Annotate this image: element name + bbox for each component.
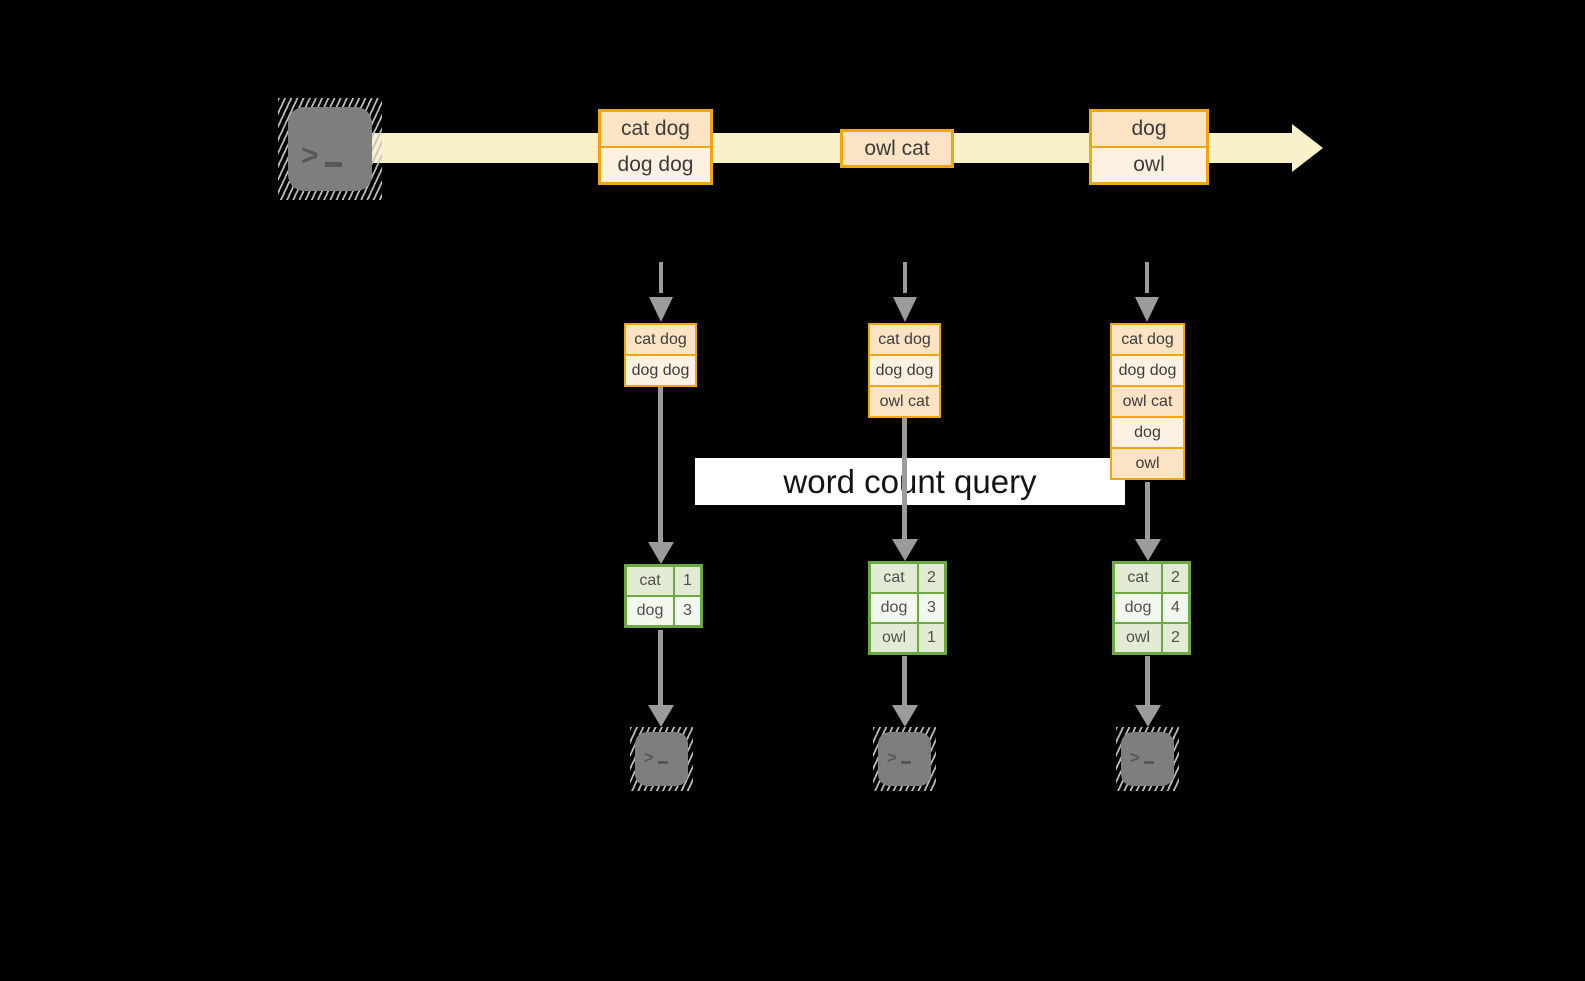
count-table-2: cat 2 dog 3 owl 1 [868, 561, 947, 655]
count-word: owl [871, 624, 917, 652]
dashed-arrow-shaft [659, 262, 663, 293]
count-word: cat [871, 564, 917, 592]
count-word: dog [871, 594, 917, 622]
dashed-arrowhead-icon [649, 297, 673, 322]
count-value: 1 [675, 567, 700, 595]
arrowhead-icon [648, 705, 674, 727]
state-row: dog dog [1112, 356, 1183, 385]
batch-row: owl cat [843, 132, 951, 165]
arrowhead-icon [648, 542, 674, 564]
arrowhead-icon [892, 705, 918, 727]
count-table-3: cat 2 dog 4 owl 2 [1112, 561, 1191, 655]
state-row: owl cat [1112, 387, 1183, 416]
count-value: 2 [1163, 564, 1188, 592]
count-value: 3 [919, 594, 944, 622]
terminal-screen: > [1121, 732, 1174, 786]
cursor-bar-icon [1143, 761, 1154, 764]
stream-batch-1: cat dog dog dog [598, 109, 713, 185]
terminal-prompt-icon: > [301, 141, 342, 171]
count-value: 3 [675, 597, 700, 625]
terminal-prompt-icon: > [644, 749, 668, 766]
arrowhead-icon [1135, 539, 1161, 561]
terminal-sink-icon: > [630, 727, 693, 791]
terminal-prompt-icon: > [1130, 749, 1154, 766]
arrowhead-icon [892, 539, 918, 561]
prompt-chevron: > [301, 139, 319, 172]
count-table-1: cat 1 dog 3 [624, 564, 703, 628]
state-row: owl [1112, 449, 1183, 478]
state-row: cat dog [1112, 325, 1183, 354]
terminal-sink-icon: > [873, 727, 936, 791]
count-value: 2 [919, 564, 944, 592]
state-box-3: cat dog dog dog owl cat dog owl [1110, 323, 1185, 480]
stream-batch-3: dog owl [1089, 109, 1209, 185]
state-row: dog [1112, 418, 1183, 447]
state-row: cat dog [870, 325, 939, 354]
prompt-chevron: > [887, 748, 897, 767]
terminal-sink-icon: > [1116, 727, 1179, 791]
cursor-bar-icon [324, 162, 342, 167]
terminal-source-icon: > [278, 98, 382, 200]
stream-batch-2: owl cat [840, 129, 954, 168]
terminal-screen: > [635, 732, 688, 786]
count-word: dog [627, 597, 673, 625]
arrow-shaft [658, 387, 663, 542]
prompt-chevron: > [1130, 748, 1140, 767]
arrow-shaft [658, 630, 663, 705]
terminal-prompt-icon: > [887, 749, 911, 766]
arrowhead-icon [1135, 705, 1161, 727]
state-box-2: cat dog dog dog owl cat [868, 323, 941, 418]
state-row: owl cat [870, 387, 939, 416]
count-word: owl [1115, 624, 1161, 652]
cursor-bar-icon [657, 761, 668, 764]
dashed-arrowhead-icon [1135, 297, 1159, 322]
count-word: cat [1115, 564, 1161, 592]
count-value: 1 [919, 624, 944, 652]
cursor-bar-icon [900, 761, 911, 764]
state-row: dog dog [870, 356, 939, 385]
arrow-shaft [1145, 482, 1150, 539]
count-word: cat [627, 567, 673, 595]
batch-row: dog dog [601, 148, 710, 182]
count-value: 4 [1163, 594, 1188, 622]
batch-row: cat dog [601, 112, 710, 146]
arrow-shaft [1145, 656, 1150, 705]
state-box-1: cat dog dog dog [624, 323, 697, 387]
count-value: 2 [1163, 624, 1188, 652]
batch-row: dog [1092, 112, 1206, 146]
dashed-arrow-shaft [1145, 262, 1149, 293]
count-word: dog [1115, 594, 1161, 622]
arrow-shaft [902, 656, 907, 705]
dashed-arrow-shaft [903, 262, 907, 293]
query-label-text: word count query [783, 462, 1037, 500]
terminal-screen: > [878, 732, 931, 786]
state-row: cat dog [626, 325, 695, 354]
dashed-arrowhead-icon [893, 297, 917, 322]
batch-row: owl [1092, 148, 1206, 182]
terminal-screen: > [288, 107, 372, 191]
query-label: word count query [695, 458, 1125, 505]
prompt-chevron: > [644, 748, 654, 767]
arrow-shaft [902, 418, 907, 539]
stream-arrowhead-icon [1292, 124, 1323, 172]
state-row: dog dog [626, 356, 695, 385]
